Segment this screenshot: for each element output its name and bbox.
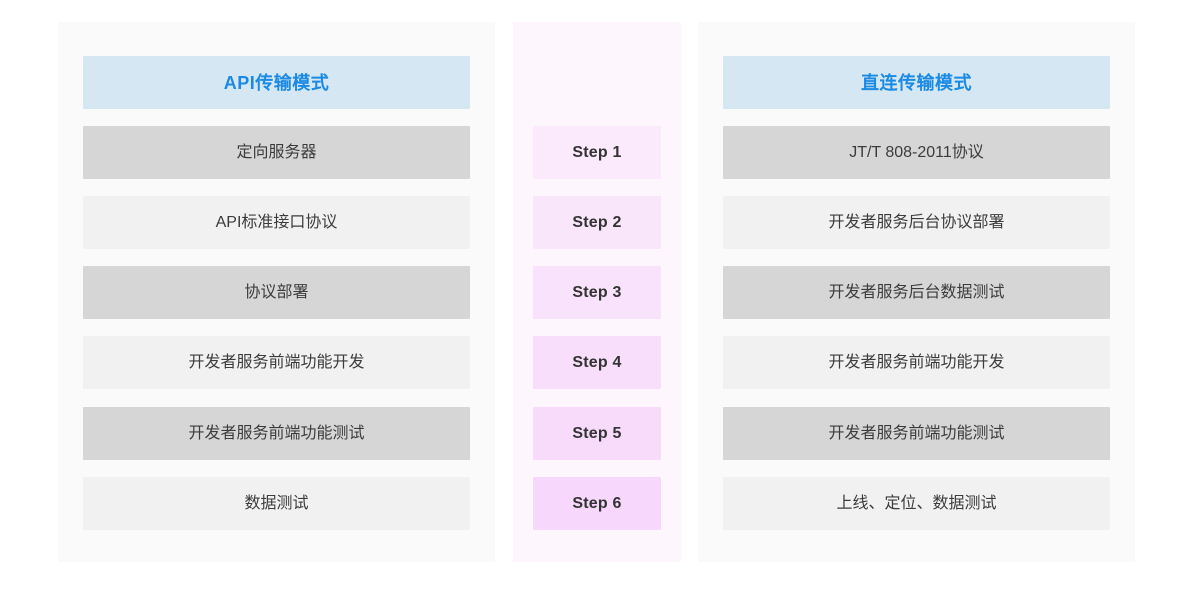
api-step-row-4: 开发者服务前端功能开发 <box>83 336 470 389</box>
api-step-row-2: API标准接口协议 <box>83 196 470 249</box>
step-badge-2-label: Step 2 <box>572 213 622 231</box>
step-badge-2: Step 2 <box>533 196 661 249</box>
direct-mode-header-label: 直连传输模式 <box>861 72 972 93</box>
api-step-row-3: 协议部署 <box>83 266 470 319</box>
direct-mode-panel: 直连传输模式 JT/T 808-2011协议 开发者服务后台协议部署 开发者服务… <box>698 22 1135 562</box>
direct-step-row-2-label: 开发者服务后台协议部署 <box>828 213 1005 231</box>
direct-step-row-6-label: 上线、定位、数据测试 <box>836 494 997 512</box>
direct-step-row-5: 开发者服务前端功能测试 <box>723 407 1110 460</box>
step-badge-3: Step 3 <box>533 266 661 319</box>
api-step-row-6-label: 数据测试 <box>244 494 309 512</box>
direct-step-row-1: JT/T 808-2011协议 <box>723 126 1110 179</box>
step-badge-3-label: Step 3 <box>572 283 622 301</box>
api-step-row-1: 定向服务器 <box>83 126 470 179</box>
api-step-row-2-label: API标准接口协议 <box>215 213 338 231</box>
direct-step-row-5-label: 开发者服务前端功能测试 <box>828 424 1005 442</box>
direct-step-row-4: 开发者服务前端功能开发 <box>723 336 1110 389</box>
direct-mode-header: 直连传输模式 <box>723 56 1110 109</box>
direct-step-row-2: 开发者服务后台协议部署 <box>723 196 1110 249</box>
direct-step-row-1-label: JT/T 808-2011协议 <box>849 143 984 161</box>
api-step-row-5-label: 开发者服务前端功能测试 <box>188 424 365 442</box>
api-step-row-3-label: 协议部署 <box>244 283 309 301</box>
direct-step-row-3: 开发者服务后台数据测试 <box>723 266 1110 319</box>
api-mode-panel: API传输模式 定向服务器 API标准接口协议 协议部署 开发者服务前端功能开发… <box>58 22 495 562</box>
direct-step-row-6: 上线、定位、数据测试 <box>723 477 1110 530</box>
direct-step-row-4-label: 开发者服务前端功能开发 <box>828 353 1005 371</box>
api-step-row-5: 开发者服务前端功能测试 <box>83 407 470 460</box>
step-badge-4-label: Step 4 <box>572 353 622 371</box>
step-badge-6-label: Step 6 <box>572 494 622 512</box>
step-number-panel: Step 1 Step 2 Step 3 Step 4 Step 5 Step … <box>513 22 681 562</box>
step-badge-1-label: Step 1 <box>572 143 622 161</box>
step-badge-4: Step 4 <box>533 336 661 389</box>
step-badge-6: Step 6 <box>533 477 661 530</box>
step-badge-1: Step 1 <box>533 126 661 179</box>
step-badge-5-label: Step 5 <box>572 424 622 442</box>
api-mode-header: API传输模式 <box>83 56 470 109</box>
api-step-row-4-label: 开发者服务前端功能开发 <box>188 353 365 371</box>
api-mode-header-label: API传输模式 <box>223 72 330 93</box>
step-badge-5: Step 5 <box>533 407 661 460</box>
api-step-row-1-label: 定向服务器 <box>236 143 317 161</box>
direct-step-row-3-label: 开发者服务后台数据测试 <box>828 283 1005 301</box>
api-step-row-6: 数据测试 <box>83 477 470 530</box>
